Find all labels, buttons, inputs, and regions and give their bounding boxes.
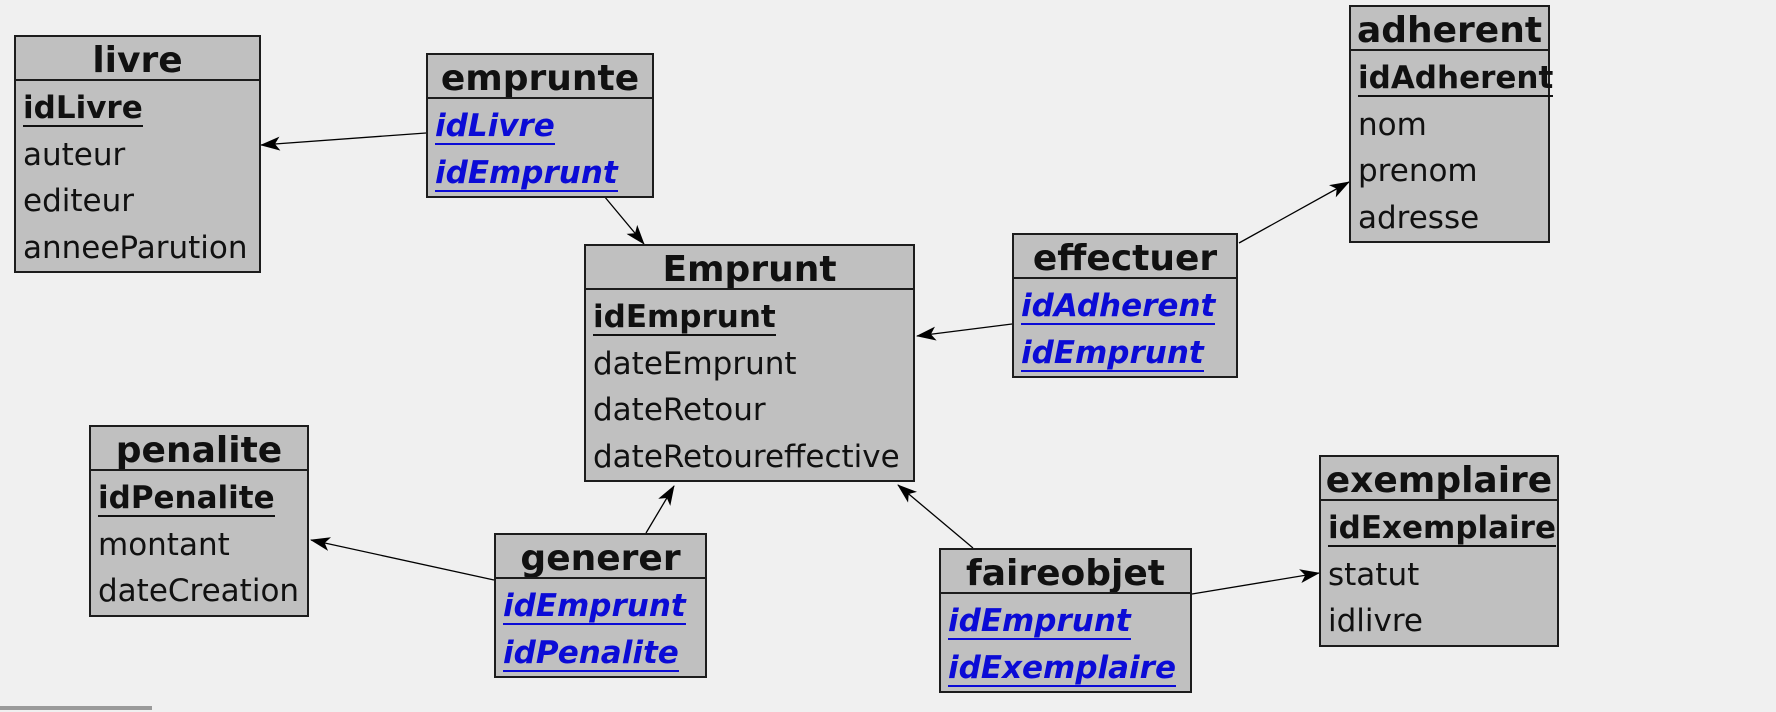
field-name: idlivre — [1328, 603, 1423, 639]
field-name: dateCreation — [98, 573, 300, 609]
field-name: anneeParution — [23, 229, 248, 266]
field-name: idEmprunt — [948, 603, 1131, 640]
link-generer-to-penalite — [310, 537, 495, 581]
link-emprunte-to-livre — [260, 132, 427, 151]
attribute-field: idlivre — [1328, 598, 1557, 645]
attribute-field: statut — [1328, 552, 1557, 599]
field-name: idEmprunt — [503, 588, 686, 625]
entity-fields: idEmprunt idExemplaire — [941, 594, 1190, 691]
entity-fields: idExemplaire statut idlivre — [1321, 501, 1557, 645]
field-name: idAdherent — [1358, 60, 1554, 97]
attribute-field: dateRetoureffective — [593, 434, 913, 481]
link-emprunte-to-emprunt — [603, 195, 645, 245]
primary-key-field: idExemplaire — [1328, 505, 1557, 552]
field-name: idEmprunt — [593, 299, 776, 336]
field-name: auteur — [23, 136, 126, 173]
entity-fields: idEmprunt dateEmprunt dateRetour dateRetour… — [586, 290, 913, 480]
attribute-field: auteur — [23, 132, 259, 179]
foreign-key-field: idEmprunt — [503, 583, 705, 630]
entity-adherent[interactable]: adherent idAdherent nom prenom adresse — [1349, 5, 1554, 243]
entity-generer[interactable]: generer idEmprunt idPenalite — [494, 533, 707, 678]
link-faireobjet-to-emprunt — [897, 484, 974, 549]
field-name: idEmprunt — [1021, 334, 1204, 372]
entity-title: generer — [496, 535, 705, 579]
field-name: idLivre — [23, 90, 143, 127]
scrollbar-thumb[interactable] — [0, 706, 152, 710]
entity-title: exemplaire — [1321, 457, 1557, 501]
field-name: dateRetoureffective — [593, 438, 900, 475]
attribute-field: adresse — [1358, 195, 1548, 242]
attribute-field: nom — [1358, 102, 1548, 149]
primary-key-field: idAdherent — [1358, 55, 1554, 102]
foreign-key-field: idEmprunt — [1021, 330, 1236, 377]
entity-title: adherent — [1351, 7, 1548, 51]
entity-title: emprunte — [428, 55, 652, 99]
primary-key-field: idLivre — [23, 85, 259, 132]
foreign-key-field: idAdherent — [1021, 283, 1236, 330]
link-effectuer-to-adherent — [1238, 181, 1350, 244]
attribute-field: editeur — [23, 178, 259, 225]
field-name: idLivre — [435, 108, 555, 145]
link-faireobjet-to-exemplaire — [1191, 569, 1320, 595]
entity-emprunte[interactable]: emprunte idLivre idEmprunt — [426, 53, 654, 198]
field-name: adresse — [1358, 199, 1480, 236]
field-name: idExemplaire — [948, 649, 1176, 687]
field-name: idPenalite — [98, 480, 275, 517]
field-name: dateEmprunt — [593, 345, 797, 382]
attribute-field: dateRetour — [593, 387, 913, 434]
attribute-field: prenom — [1358, 148, 1548, 195]
entity-fields: idLivre idEmprunt — [428, 99, 652, 196]
entity-title: livre — [16, 37, 259, 81]
attribute-field: dateCreation — [98, 568, 307, 615]
entity-exemplaire[interactable]: exemplaire idExemplaire statut idlivre — [1319, 455, 1559, 647]
entity-penalite[interactable]: penalite idPenalite montant dateCreation — [89, 425, 309, 617]
foreign-key-field: idEmprunt — [435, 150, 652, 197]
field-name: dateRetour — [593, 392, 766, 428]
entity-fields: idAdherent idEmprunt — [1014, 279, 1236, 376]
field-name: idAdherent — [1021, 288, 1216, 325]
link-effectuer-to-emprunt — [916, 323, 1013, 341]
field-name: idPenalite — [503, 634, 679, 672]
link-generer-to-emprunt — [645, 485, 675, 534]
attribute-field: montant — [98, 522, 307, 569]
entity-title: effectuer — [1014, 235, 1236, 279]
field-name: idExemplaire — [1328, 510, 1556, 547]
entity-emprunt[interactable]: Emprunt idEmprunt dateEmprunt dateRetour dat… — [584, 244, 915, 482]
field-name: statut — [1328, 556, 1420, 593]
entity-fields: idLivre auteur editeur anneeParution — [16, 81, 259, 271]
attribute-field: dateEmprunt — [593, 341, 913, 388]
primary-key-field: idPenalite — [98, 475, 307, 522]
entity-effectuer[interactable]: effectuer idAdherent idEmprunt — [1012, 233, 1238, 378]
entity-fields: idPenalite montant dateCreation — [91, 471, 307, 615]
field-name: idEmprunt — [435, 154, 618, 192]
field-name: editeur — [23, 183, 134, 219]
entity-livre[interactable]: livre idLivre auteur editeur anneeParution — [14, 35, 261, 273]
field-name: montant — [98, 526, 230, 563]
foreign-key-field: idPenalite — [503, 630, 705, 677]
field-name: nom — [1358, 106, 1427, 143]
entity-title: Emprunt — [586, 246, 913, 290]
entity-title: faireobjet — [941, 550, 1190, 594]
entity-title: penalite — [91, 427, 307, 471]
field-name: prenom — [1358, 153, 1478, 189]
entity-fields: idAdherent nom prenom adresse — [1351, 51, 1554, 242]
foreign-key-field: idEmprunt — [948, 598, 1190, 645]
entity-faireobjet[interactable]: faireobjet idEmprunt idExemplaire — [939, 548, 1192, 693]
foreign-key-field: idLivre — [435, 103, 652, 150]
entity-fields: idEmprunt idPenalite — [496, 579, 705, 676]
foreign-key-field: idExemplaire — [948, 645, 1190, 692]
primary-key-field: idEmprunt — [593, 294, 913, 341]
attribute-field: anneeParution — [23, 225, 259, 272]
